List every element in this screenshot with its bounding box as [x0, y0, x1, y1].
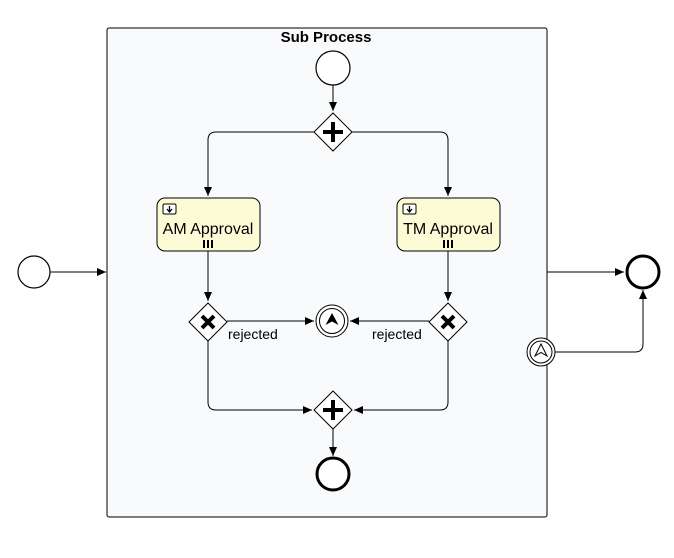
left-rejected-label: rejected	[228, 326, 278, 342]
flow-left-to-join[interactable]	[207, 341, 312, 414]
multi-instance-icon	[203, 240, 213, 248]
inner-start-event[interactable]	[315, 50, 351, 86]
flow-boundary-to-end[interactable]	[555, 290, 647, 353]
subprocess-title: Sub Process	[281, 29, 372, 46]
task-am-approval[interactable]: AM Approval	[156, 197, 261, 252]
user-task-icon	[402, 203, 417, 215]
boundary-escalation-event[interactable]	[526, 337, 556, 367]
task-am-approval-label: AM Approval	[163, 221, 254, 238]
escalation-icon	[533, 342, 549, 358]
multi-instance-icon	[443, 240, 453, 248]
outer-start-event[interactable]	[17, 255, 51, 289]
inner-end-event[interactable]	[315, 456, 351, 492]
flow-fork-to-tm-approval[interactable]	[352, 131, 452, 196]
subprocess[interactable]	[106, 27, 548, 518]
flow-fork-to-am-approval[interactable]	[204, 131, 314, 196]
parallel-fork-gateway[interactable]	[313, 112, 353, 152]
outer-end-event[interactable]	[625, 254, 661, 290]
task-tm-approval[interactable]: TM Approval	[396, 197, 501, 252]
escalation-end-event[interactable]	[315, 304, 349, 338]
escalation-icon	[325, 313, 339, 325]
user-task-icon	[162, 203, 177, 215]
right-rejected-label: rejected	[372, 326, 422, 342]
task-tm-approval-label: TM Approval	[403, 221, 493, 238]
flow-right-to-join[interactable]	[354, 341, 449, 414]
